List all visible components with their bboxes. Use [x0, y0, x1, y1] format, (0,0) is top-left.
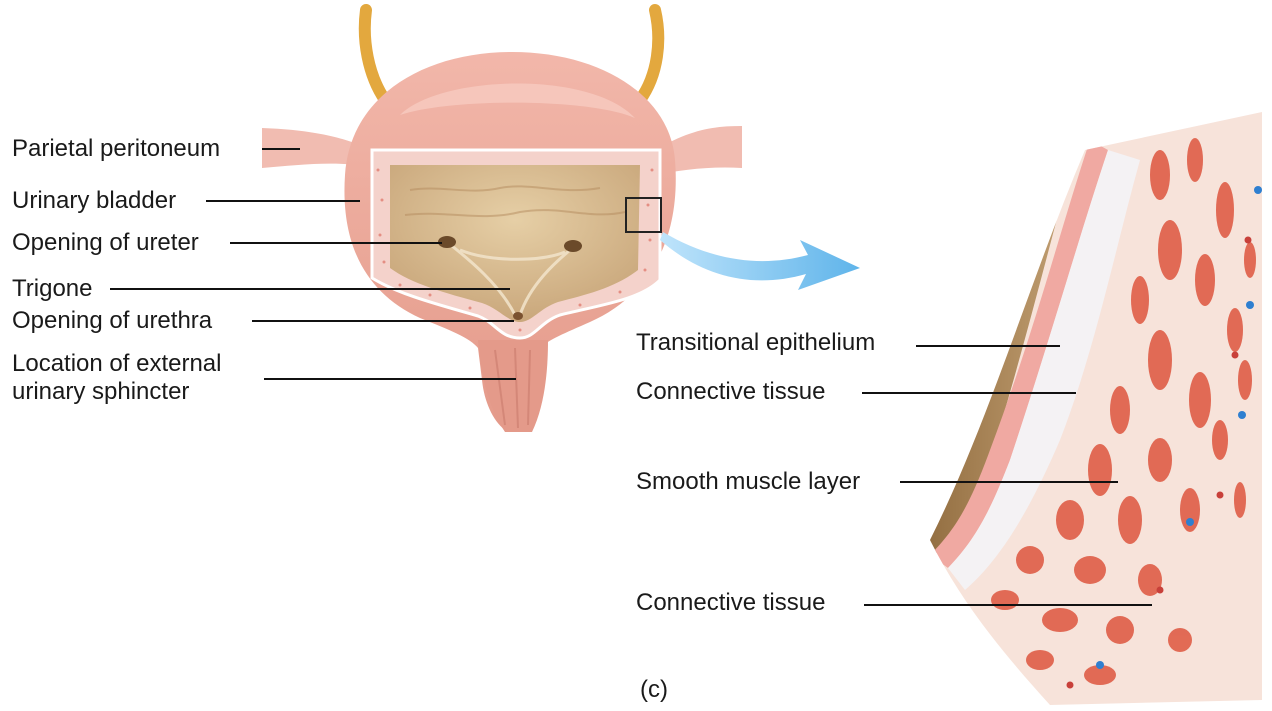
panel-label: (c)	[640, 676, 668, 704]
label-opening-of-urethra: Opening of urethra	[12, 307, 212, 335]
tissue-section	[900, 100, 1272, 711]
urethra	[478, 340, 548, 432]
label-smooth-muscle-layer: Smooth muscle layer	[636, 468, 860, 496]
right-ureter	[640, 10, 658, 100]
ureter-opening-right	[564, 240, 582, 252]
label-opening-of-ureter: Opening of ureter	[12, 229, 199, 257]
left-ureter	[365, 10, 385, 100]
label-external-urinary-sphincter: Location of external urinary sphincter	[12, 350, 272, 406]
urethra-opening	[513, 312, 523, 320]
label-parietal-peritoneum: Parietal peritoneum	[12, 135, 220, 163]
label-transitional-epithelium: Transitional epithelium	[636, 329, 875, 357]
zoom-arrow	[660, 232, 860, 290]
label-connective-tissue-inner: Connective tissue	[636, 378, 825, 406]
label-connective-tissue-outer: Connective tissue	[636, 589, 825, 617]
label-trigone: Trigone	[12, 275, 92, 303]
label-urinary-bladder: Urinary bladder	[12, 187, 176, 215]
